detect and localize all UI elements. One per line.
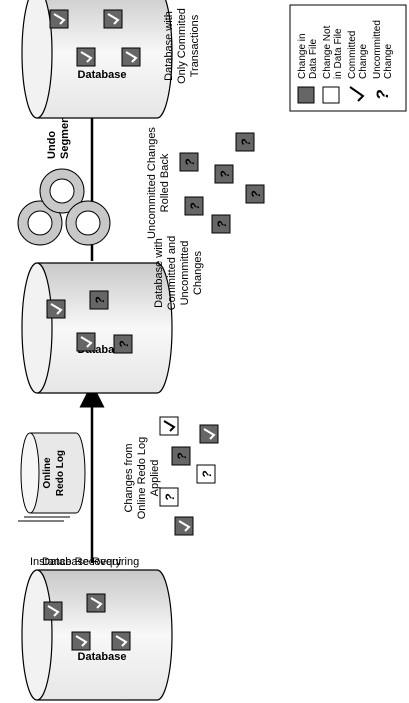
empty-square-icon [322,86,340,104]
filled-square-icon [297,86,315,104]
legend-item-1-line-2: Data File [308,39,319,79]
legend-item-change-not-in-data-file: Change Not in Data File [322,25,344,104]
redo-log-label-line-1: Online [42,457,53,489]
redo-log-label-line-2: Redo Log [55,450,66,496]
caption-2-line-4: Changes [192,250,204,295]
undo-ring-2 [39,168,85,214]
caption-2-line-2: Committed and [166,236,178,311]
redo-caption-line-2: Online Redo Log [136,437,148,520]
redo-caption-line-1: Changes from [123,443,135,512]
database-caption-3: Database with Only Commited Transactions [163,8,201,84]
undo-caption-line-1: Uncommitted Changes [146,127,158,239]
legend-frame [289,4,407,112]
redo-caption-line-3: Applied [149,460,161,497]
caption-3-line-2: Only Commited [176,8,188,84]
caption-1-line-2: Instance Recovery [30,556,122,568]
undo-changes: Uncommitted Changes Rolled Back [146,127,265,239]
undo-label-line-2: Segments [59,106,71,159]
legend: Change in Data File Change Not in Data F… [289,4,407,112]
database-caption-2: Database with Committed and Uncommitted … [153,236,204,311]
legend-item-4-line-2: Change [383,44,394,79]
caption-1-line-1: Database Requiring [42,556,139,568]
caption-3-line-1: Database with [163,11,175,81]
database-label-3: Database [78,69,127,81]
caption-2-line-1: Database with [153,238,165,308]
caption-2-line-3: Uncommitted [179,241,191,306]
legend-item-1-line-1: Change in [297,33,308,79]
question-mark-icon: ? [373,89,392,100]
online-redo-log: Online Redo Log [18,432,86,522]
legend-item-2-line-2: in Data File [333,28,344,79]
undo-label-line-1: Undo [46,131,58,159]
database-cylinder-1: Database Database Requiring Instance Rec… [21,556,173,701]
legend-item-3-line-2: Change [358,44,369,79]
diagram-rotated-group: Database Database Requiring Instance Rec… [17,0,407,701]
legend-item-3-line-1: Committed [347,31,358,79]
undo-ring-1 [17,200,63,246]
legend-item-2-line-1: Change Not [322,25,333,79]
legend-item-uncommitted-change: ? Uncommitted Change [372,20,394,100]
legend-item-change-in-data-file: Change in Data File [297,33,319,104]
undo-segments: Undo Segments [17,106,111,246]
redo-log-changes: Changes from Online Redo Log Applied [123,416,219,536]
check-mark-icon [349,86,365,102]
database-cylinder-2: Database Database with Committed and Unc… [21,236,204,394]
legend-item-committed-change: Committed Change [347,31,369,102]
undo-ring-3 [65,200,111,246]
database-caption-1: Database Requiring Instance Recovery [30,556,139,568]
database-cylinder-3: Database Database with Only Commited Tra… [21,0,201,119]
database-label-1: Database [78,651,127,663]
undo-caption-line-2: Rolled Back [159,153,171,212]
legend-item-4-line-1: Uncommitted [372,20,383,79]
caption-3-line-3: Transactions [189,14,201,77]
